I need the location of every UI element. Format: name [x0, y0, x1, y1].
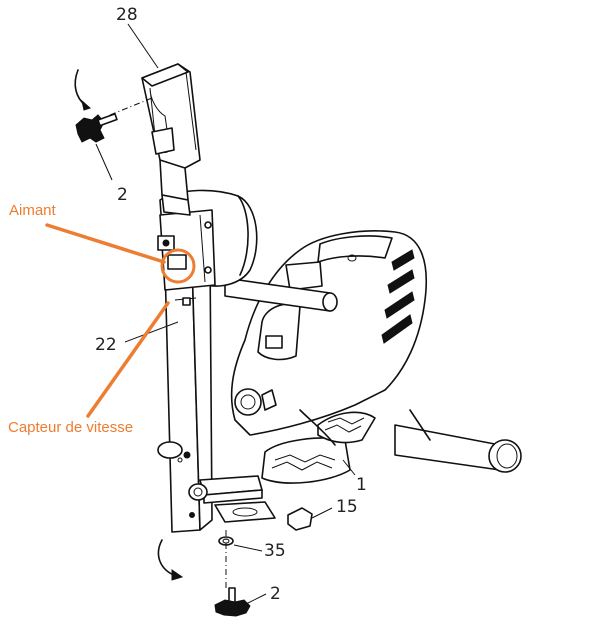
part-leaders: [95, 23, 356, 605]
main-body-unit: [230, 230, 427, 436]
lower-mount: [157, 441, 313, 590]
part-label-15: 15: [336, 497, 358, 517]
part-label-28: 28: [116, 5, 138, 25]
speed-sensor-label: Capteur de vitesse: [8, 419, 133, 436]
speed-sensor-callout: Capteur de vitesse: [8, 301, 170, 436]
magnet-highlight-circle: [160, 248, 196, 284]
magnet-label: Aimant: [9, 202, 57, 219]
part-label-35: 35: [264, 541, 286, 561]
knob-bolt-bottom: [157, 539, 251, 617]
magnet-arrow: [45, 223, 166, 264]
part-label-1: 1: [356, 475, 367, 495]
part-label-2-top: 2: [117, 185, 128, 205]
vertical-post: [164, 255, 213, 533]
top-handle-cap: [141, 63, 201, 216]
sensor-bracket: [157, 209, 216, 291]
magnet-callout: Aimant: [9, 202, 196, 284]
part-label-2-bottom: 2: [270, 584, 281, 604]
knob-bolt-top: [74, 69, 153, 143]
rear-stabilizer-bar: [394, 409, 522, 473]
foot-pedal: [261, 409, 376, 484]
part-label-22: 22: [95, 335, 117, 355]
speed-sensor-arrow: [86, 301, 170, 418]
handle-tube: [224, 277, 338, 312]
